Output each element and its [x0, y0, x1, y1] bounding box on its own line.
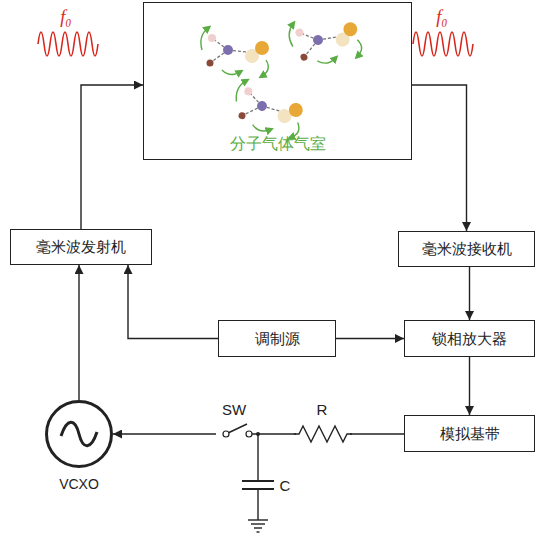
- molecules: [201, 8, 364, 139]
- transmitter-box: 毫米波发射机: [10, 229, 152, 265]
- gas-cell: 分子气体气室: [143, 2, 412, 160]
- receiver-box: 毫米波接收机: [398, 231, 535, 267]
- lockin-box: 锁相放大器: [404, 320, 535, 357]
- capacitor-label: C: [280, 478, 291, 495]
- node-label: 模拟基带: [440, 425, 500, 443]
- ground-symbol: [248, 520, 268, 532]
- capacitor-symbol: [242, 432, 274, 520]
- frequency-label: f₀: [60, 8, 71, 28]
- node-label: 分子气体气室: [230, 134, 326, 153]
- vcxo-oscillator: VCXO: [45, 400, 113, 493]
- switch-symbol: [216, 424, 252, 440]
- baseband-box: 模拟基带: [404, 415, 535, 452]
- node-label: VCXO: [59, 476, 99, 493]
- modulator-box: 调制源: [218, 320, 336, 357]
- node-label: 毫米波发射机: [36, 238, 126, 256]
- signal-connector: [78, 265, 79, 400]
- signal-connector: [336, 338, 404, 339]
- switch-label: SW: [222, 402, 246, 419]
- signal-connector: [469, 267, 470, 320]
- signal-connector: [81, 85, 143, 229]
- signal-connector: [469, 357, 470, 415]
- resistor-symbol: [294, 424, 352, 444]
- node-label: 锁相放大器: [432, 330, 507, 348]
- wave-in: [38, 32, 98, 56]
- node-label: 调制源: [255, 330, 300, 348]
- frequency-label: f₀: [436, 8, 447, 28]
- node-label: 毫米波接收机: [422, 240, 512, 258]
- resistor-label: R: [317, 402, 328, 419]
- oscillator-symbol: [45, 400, 113, 468]
- signal-connector: [128, 265, 218, 339]
- signal-connector: [412, 85, 467, 231]
- wave-out: [413, 32, 473, 56]
